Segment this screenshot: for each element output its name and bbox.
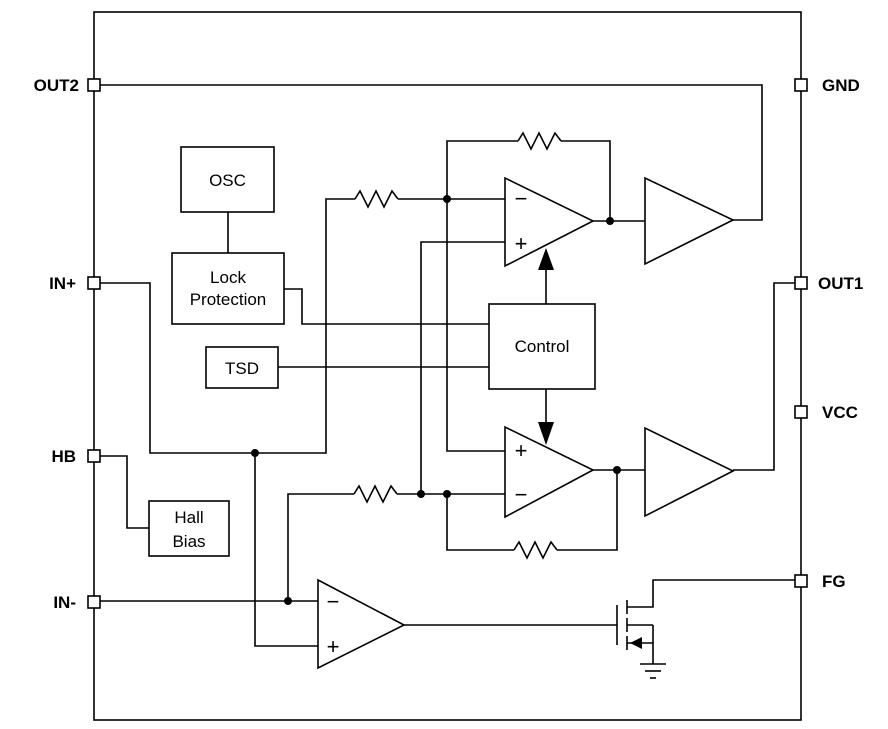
junction-dot: [443, 195, 451, 203]
control-label: Control: [515, 337, 570, 356]
wire-hb-hall: [100, 455, 149, 529]
wire-top-fb-right: [561, 140, 611, 221]
pin-label-in-minus: IN-: [53, 593, 76, 612]
wire-bottom-noninverting: [446, 199, 505, 452]
opamp-top-plus-sign: +: [515, 231, 528, 256]
comparator: [317, 578, 406, 670]
tsd-label: TSD: [225, 359, 259, 378]
pin-label-fg: FG: [822, 572, 846, 591]
pin-vcc: [794, 405, 808, 419]
pin-label-vcc: VCC: [822, 403, 858, 422]
lock-protection-block: [171, 252, 285, 325]
package-outline: [93, 11, 802, 721]
pin-gnd: [794, 78, 808, 92]
wire-top-fb-left: [446, 140, 518, 199]
pin-out2: [87, 78, 101, 92]
opamp-bottom-minus-sign: −: [515, 482, 528, 507]
pin-label-gnd: GND: [822, 76, 860, 95]
opamp-bottom: [504, 425, 595, 519]
wire-out2: [100, 84, 763, 221]
wire-bottom-fb-right: [557, 470, 618, 551]
junction-dot: [251, 449, 259, 457]
lock-label-line1: Lock: [210, 268, 246, 287]
pin-hb: [87, 449, 101, 463]
junction-dot: [443, 490, 451, 498]
hall-bias-block: [148, 500, 230, 557]
pin-label-in-plus: IN+: [49, 274, 76, 293]
hall-label-line2: Bias: [172, 532, 205, 551]
control-block: [488, 303, 596, 390]
resistor-top-input: [354, 189, 399, 209]
wire-lock-control: [284, 288, 489, 325]
wire-in-plus: [100, 198, 355, 454]
osc-label: OSC: [209, 171, 246, 190]
pin-label-hb: HB: [51, 447, 76, 466]
resistor-bottom-feedback: [513, 540, 558, 560]
ground-icon: [640, 663, 666, 679]
arrow-down-icon: [538, 422, 554, 445]
pin-label-out1: OUT1: [818, 274, 863, 293]
wire-out1: [733, 282, 795, 471]
resistor-bottom-input: [353, 484, 398, 504]
wire-in-minus-up: [287, 493, 354, 601]
opamp-top: [504, 176, 595, 268]
hall-label-line1: Hall: [174, 508, 203, 527]
opamp-bottom-plus-sign: +: [515, 438, 528, 463]
opamp-top-minus-sign: −: [515, 186, 528, 211]
wire-top-noninverting: [420, 241, 505, 494]
osc-block: [180, 146, 275, 213]
tsd-block: [205, 346, 279, 389]
buffer-bottom: [644, 426, 735, 518]
pin-in-minus: [87, 595, 101, 609]
junction-dot: [417, 490, 425, 498]
junction-dot: [606, 217, 614, 225]
wire-bottom-fb-left: [446, 494, 514, 551]
wire-comparator-noninverting: [254, 453, 318, 647]
pin-out1: [794, 276, 808, 290]
buffer-top: [644, 176, 735, 266]
pin-in-plus: [87, 276, 101, 290]
comparator-minus-sign: −: [327, 589, 340, 614]
mosfet-transistor: [616, 579, 795, 664]
junction-dot: [284, 597, 292, 605]
comparator-plus-sign: +: [327, 634, 340, 659]
pin-label-out2: OUT2: [34, 76, 79, 95]
resistor-top-feedback: [517, 131, 562, 151]
pin-fg: [794, 574, 808, 588]
lock-label-line2: Protection: [190, 290, 267, 309]
junction-dot: [613, 466, 621, 474]
arrow-up-icon: [538, 248, 554, 270]
